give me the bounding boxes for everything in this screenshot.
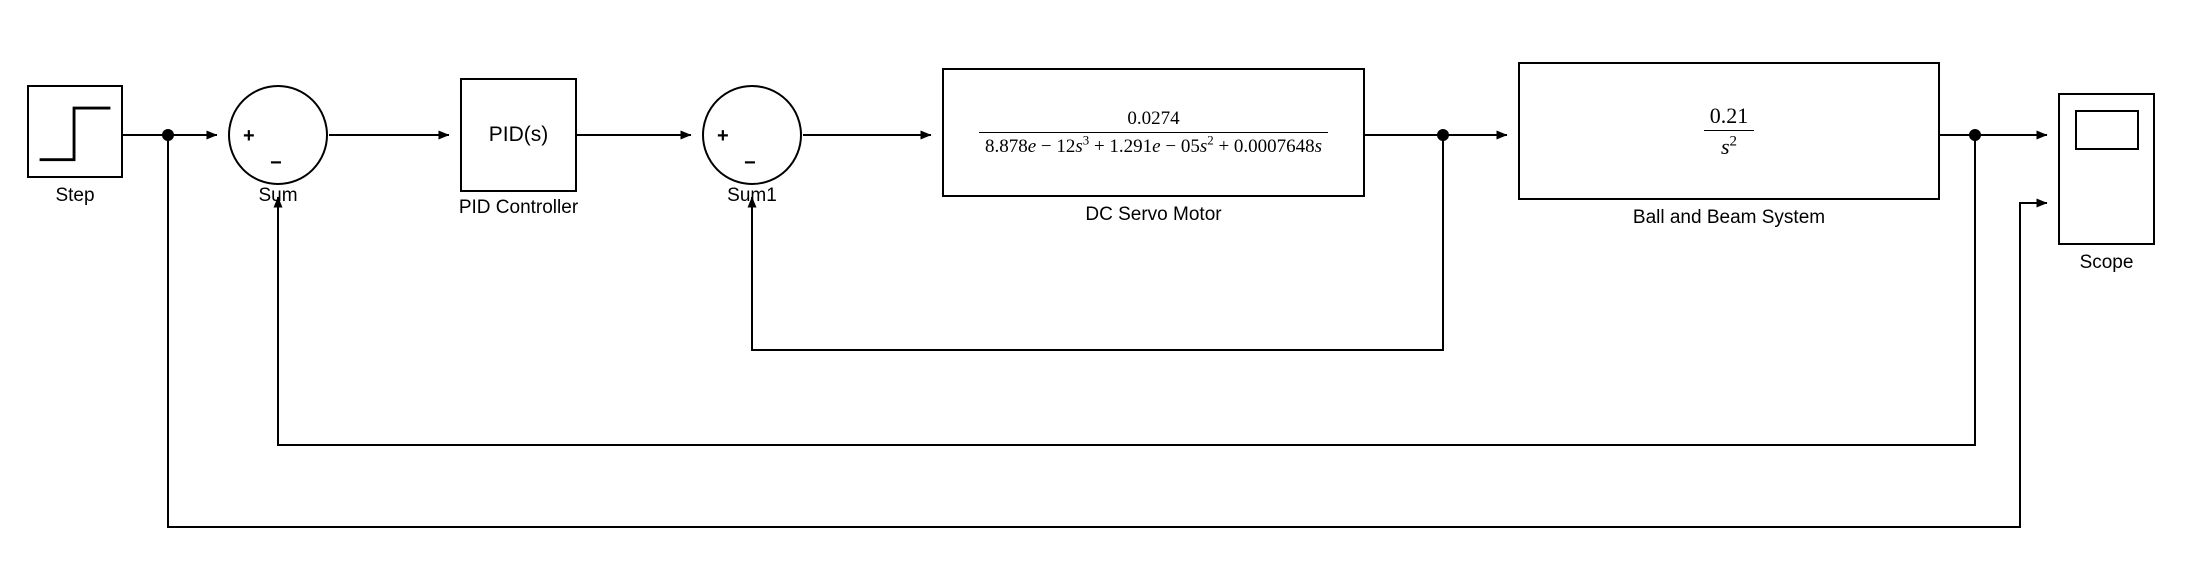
scope-block-label: Scope xyxy=(2079,252,2134,273)
sum-plus-sign: + xyxy=(243,125,255,147)
dc-servo-denominator: 8.878e − 12s3 + 1.291e − 05s2 + 0.000764… xyxy=(984,132,1323,157)
ball-beam-output-junction-dot xyxy=(1969,129,1981,141)
scope-screen xyxy=(2075,110,2139,150)
pid-controller-label: PID Controller xyxy=(458,197,579,218)
step-signal-icon xyxy=(39,106,111,162)
dc-servo-transfer-function: 0.0274 8.878e − 12s3 + 1.291e − 05s2 + 0… xyxy=(978,107,1329,159)
dc-servo-output-junction-dot xyxy=(1437,129,1449,141)
sum-minus-sign: − xyxy=(270,152,282,174)
sum-block-label: Sum xyxy=(258,185,298,206)
pid-controller-body-text: PID(s) xyxy=(488,123,549,146)
sum1-block[interactable] xyxy=(702,85,802,185)
ball-and-beam-denominator: s2 xyxy=(1720,133,1738,159)
ball-and-beam-label: Ball and Beam System xyxy=(1632,207,1826,228)
pid-controller-block[interactable]: PID(s) xyxy=(460,78,577,192)
step-output-junction-dot xyxy=(162,129,174,141)
sum1-plus-sign: + xyxy=(717,125,729,147)
step-block[interactable] xyxy=(27,85,123,178)
ball-and-beam-numerator: 0.21 xyxy=(1703,102,1755,131)
sum1-minus-sign: − xyxy=(744,152,756,174)
dc-servo-numerator: 0.0274 xyxy=(978,107,1329,133)
ball-and-beam-block[interactable]: 0.21 s2 xyxy=(1518,62,1940,200)
dc-servo-motor-label: DC Servo Motor xyxy=(1085,204,1222,225)
sum1-block-label: Sum1 xyxy=(727,185,777,206)
step-block-label: Step xyxy=(55,185,95,206)
dc-servo-motor-block[interactable]: 0.0274 8.878e − 12s3 + 1.291e − 05s2 + 0… xyxy=(942,68,1365,197)
sum-block[interactable] xyxy=(228,85,328,185)
ball-and-beam-transfer-function: 0.21 s2 xyxy=(1703,102,1755,161)
